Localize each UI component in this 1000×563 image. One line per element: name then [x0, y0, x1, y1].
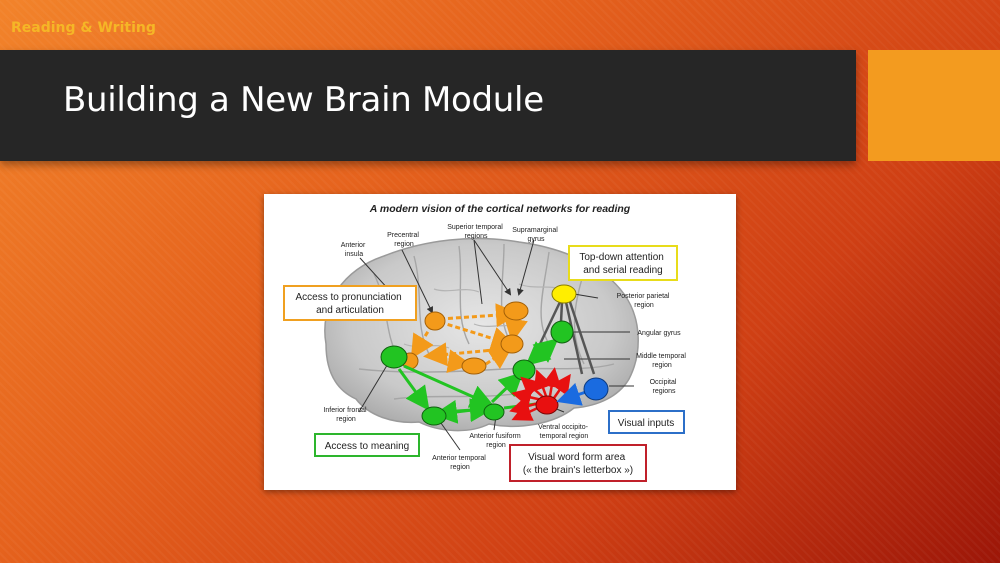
vwfa-arrows: [509, 367, 571, 421]
svg-text:Top-down attention and: Top-down attention and serial reading: [579, 252, 666, 276]
green-network: [380, 320, 574, 426]
occipital-input: [556, 377, 609, 406]
middle-temporal-node: [512, 359, 536, 381]
reading-network-figure: A modern vision of the cortical networks…: [264, 194, 736, 490]
label-ventral-occipito-temporal: Ventral occipito- temporal region: [538, 424, 590, 440]
label-supramarginal: Supramarginal gyrus: [512, 227, 559, 243]
callout-attention: Top-down attention and serial reading: [568, 245, 678, 281]
svg-text:Access to pronunciation: Access to pronunciation and articulation: [296, 292, 405, 316]
orange-network: [401, 301, 529, 375]
inferior-frontal-node: [380, 345, 408, 369]
accent-box: [868, 50, 1000, 161]
angular-gyrus-node: [550, 320, 574, 344]
mid-temporal-orange-node: [461, 357, 487, 375]
callout-visual-inputs: Visual inputs: [608, 410, 685, 434]
svg-text:Visual word form area: Visual word form area (« the brain's let…: [523, 452, 633, 476]
superior-temporal-node: [500, 334, 524, 354]
slide-title: Building a New Brain Module: [63, 80, 544, 120]
precentral-node: [424, 311, 446, 331]
occipital-node: [583, 377, 609, 401]
label-inferior-frontal: Inferior frontal region: [323, 407, 368, 423]
title-bar: Building a New Brain Module: [0, 50, 856, 161]
anterior-fusiform-node: [483, 403, 505, 421]
region-labels: Anterior insula Precentral region Superi…: [323, 224, 688, 471]
supramarginal-node: [503, 301, 529, 321]
label-middle-temporal: Middle temporal region: [636, 353, 688, 369]
reading-network-diagram: A modern vision of the cortical networks…: [283, 203, 688, 482]
callout-vwfa: Visual word form area (« the brain's let…: [509, 444, 647, 482]
svg-text:Access to meaning: Access to meaning: [325, 441, 410, 452]
label-angular-gyrus: Angular gyrus: [637, 330, 681, 337]
label-anterior-temporal: Anterior temporal region: [432, 455, 488, 471]
label-anterior-insula: Anterior insula: [341, 242, 367, 258]
label-precentral: Precentral region: [387, 232, 421, 248]
section-label: Reading & Writing: [11, 20, 156, 36]
label-occipital: Occipital regions: [650, 379, 679, 395]
callout-pronunciation: Access to pronunciation and articulation: [283, 285, 417, 321]
label-posterior-parietal: Posterior parietal region: [617, 293, 672, 309]
svg-text:Visual inputs: Visual inputs: [618, 418, 675, 429]
label-anterior-fusiform: Anterior fusiform region: [469, 433, 522, 449]
posterior-parietal-node: [551, 284, 577, 304]
vwfa-node: [535, 395, 559, 415]
callout-meaning: Access to meaning: [314, 433, 420, 457]
label-superior-temporal: Superior temporal regions: [447, 224, 505, 240]
anterior-temporal-node: [421, 406, 447, 426]
figure-title: A modern vision of the cortical networks…: [369, 203, 631, 215]
